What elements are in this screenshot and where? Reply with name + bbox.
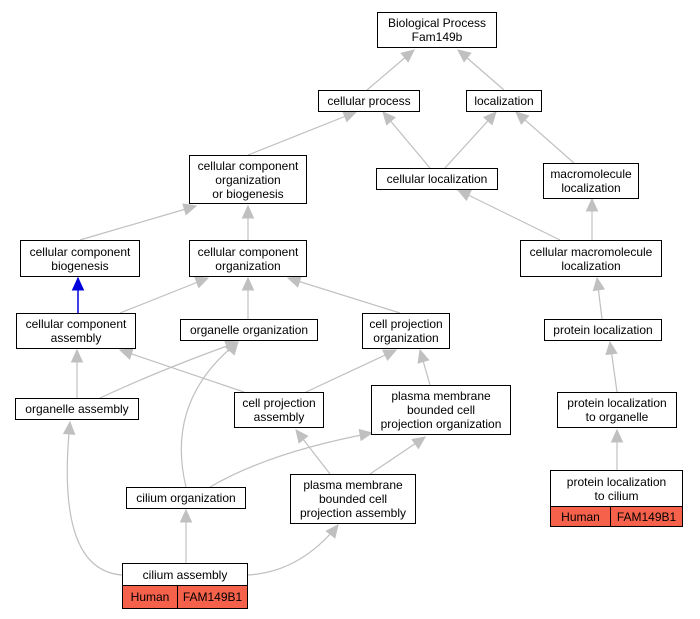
node-macromolecule-localization[interactable]: macromolecule localization <box>543 163 639 199</box>
edge-macromolecule-localization-to-localization-arrowhead <box>515 111 530 126</box>
edge-cell-macro-loc-to-cellular-localization-arrowhead <box>456 189 472 202</box>
edge-protein-loc-cilium-to-protein-loc-organelle-arrowhead <box>610 428 624 443</box>
edge-cellular-localization-to-localization <box>444 111 497 169</box>
edge-cc-assembly-to-cc-organization-arrowhead <box>194 276 210 289</box>
node-cc-organization-or-biogenesis[interactable]: cellular component organization or bioge… <box>189 155 307 204</box>
node-protein-localization-to-cilium[interactable]: protein localization to cilium <box>550 470 683 507</box>
edge-cilium-organization-to-organelle-organization-arrowhead <box>225 341 239 356</box>
edge-cellular-localization-to-cellular-process-arrowhead <box>382 111 396 126</box>
annotation-protein-localization-to-cilium: Human FAM149B1 <box>550 506 683 527</box>
edge-cellular-process-to-bp-arrowhead <box>400 49 415 63</box>
edge-cell-projection-organization-to-cc-organization-arrowhead <box>286 275 302 288</box>
edge-cell-projection-organization-to-cc-organization <box>287 277 401 314</box>
edge-cilium-assembly-to-pm-projection-assembly-arrowhead <box>325 524 339 539</box>
edge-cell-projection-assembly-to-cell-projection-organization <box>305 349 397 393</box>
node-organelle-assembly[interactable]: organelle assembly <box>15 398 139 420</box>
edge-pm-projection-assembly-to-cell-projection-assembly-arrowhead <box>295 429 309 444</box>
node-localization[interactable]: localization <box>466 90 542 112</box>
edge-cilium-assembly-to-organelle-assembly <box>66 421 123 576</box>
edge-protein-localization-to-cell-macro-loc-arrowhead <box>592 276 606 292</box>
edge-pm-projection-organization-to-cell-projection-organization-arrowhead <box>417 348 430 364</box>
edge-ccob-to-cellular-process-arrowhead <box>342 110 358 123</box>
edge-organelle-organization-to-cc-organization-arrowhead <box>241 276 255 291</box>
edge-cell-projection-assembly-to-cell-projection-organization-arrowhead <box>382 349 398 362</box>
gene-label: FAM149B1 <box>177 586 247 608</box>
node-biological-process[interactable]: Biological Process Fam149b <box>377 12 497 48</box>
node-cellular-localization[interactable]: cellular localization <box>376 168 498 190</box>
edge-cell-projection-assembly-to-cc-assembly <box>119 349 245 393</box>
node-cc-assembly[interactable]: cellular component assembly <box>16 313 136 349</box>
annotation-cilium-assembly: Human FAM149B1 <box>122 585 248 609</box>
node-protein-localization[interactable]: protein localization <box>544 319 662 341</box>
edge-cilium-organization-to-organelle-organization <box>180 341 239 488</box>
edge-macromolecule-localization-to-localization <box>515 111 575 164</box>
node-organelle-organization[interactable]: organelle organization <box>180 319 318 341</box>
node-cilium-assembly[interactable]: cilium assembly <box>122 563 248 586</box>
edge-cell-macro-loc-to-macromolecule-localization-arrowhead <box>585 197 599 212</box>
species-label: Human <box>130 590 170 604</box>
edge-cell-projection-assembly-to-cc-assembly-arrowhead <box>118 347 134 360</box>
node-cellular-macromolecule-localization[interactable]: cellular macromolecule localization <box>520 240 662 277</box>
species-label: Human <box>561 509 600 524</box>
edge-cell-macro-loc-to-cellular-localization <box>457 189 561 241</box>
node-cellular-process[interactable]: cellular process <box>318 90 420 112</box>
edge-cc-biogenesis-to-ccob-arrowhead <box>182 203 198 216</box>
edge-cellular-localization-to-localization-arrowhead <box>482 111 497 126</box>
edge-cilium-organization-to-pm-projection-organization-arrowhead <box>358 428 374 442</box>
node-cc-organization[interactable]: cellular component organization <box>189 240 307 277</box>
edge-cc-biogenesis-to-ccob <box>79 205 197 241</box>
edge-cilium-assembly-to-cilium-organization-arrowhead <box>179 508 193 523</box>
edge-pm-projection-assembly-to-pm-projection-organization-arrowhead <box>411 436 426 450</box>
node-cc-biogenesis[interactable]: cellular component biogenesis <box>20 240 140 277</box>
edge-cilium-assembly-to-pm-projection-assembly <box>247 524 339 576</box>
node-cell-projection-assembly[interactable]: cell projection assembly <box>234 392 324 428</box>
node-protein-localization-to-organelle[interactable]: protein localization to organelle <box>557 392 677 428</box>
edge-localization-to-bp-arrowhead <box>457 49 472 63</box>
edge-cc-assembly-to-cc-organization <box>119 277 209 314</box>
gene-label: FAM149B1 <box>610 507 682 526</box>
edge-ccob-to-cellular-process <box>247 111 357 156</box>
node-cilium-organization[interactable]: cilium organization <box>126 487 246 509</box>
edge-cilium-organization-to-pm-projection-organization <box>209 432 373 488</box>
edge-organelle-assembly-to-organelle-organization <box>99 341 239 399</box>
edge-cc-assembly-to-cc-biogenesis-arrowhead <box>71 276 85 291</box>
edge-cilium-assembly-to-organelle-assembly-arrowhead <box>62 420 76 435</box>
node-pm-projection-assembly[interactable]: plasma membrane bounded cell projection … <box>290 474 416 524</box>
node-pm-projection-organization[interactable]: plasma membrane bounded cell projection … <box>371 385 511 435</box>
node-cell-projection-organization[interactable]: cell projection organization <box>362 313 450 349</box>
edge-organelle-assembly-to-cc-assembly-arrowhead <box>70 348 84 363</box>
edge-cc-organization-to-ccob-arrowhead <box>241 204 255 219</box>
edge-protein-loc-organelle-to-protein-localization-arrowhead <box>605 340 618 356</box>
